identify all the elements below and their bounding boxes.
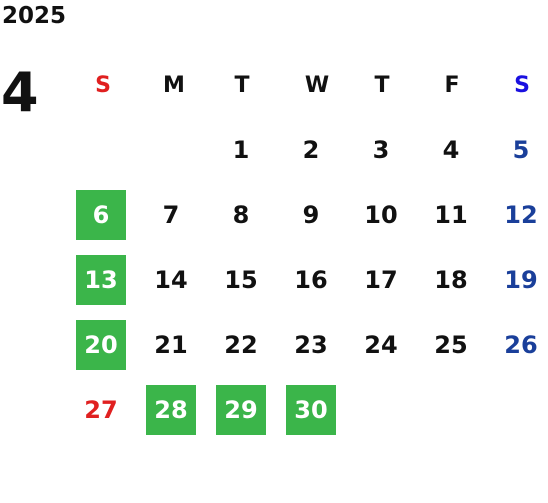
calendar-day-6: 6 [76, 190, 126, 240]
calendar-week-row: 1 2 3 4 5 [68, 125, 548, 175]
calendar-month: 4 [1, 61, 39, 124]
calendar-day-25: 25 [434, 331, 468, 359]
weekday-header-monday: M [163, 72, 185, 98]
weekday-header-row: S M T W T F S [68, 60, 548, 110]
calendar-day-2: 2 [302, 136, 320, 164]
calendar-day-29: 29 [216, 385, 266, 435]
calendar-day-28: 28 [146, 385, 196, 435]
calendar-day-24: 24 [364, 331, 398, 359]
weekday-header-saturday: S [514, 72, 530, 98]
calendar-week-row: 6 7 8 9 10 11 12 [68, 190, 548, 240]
calendar-day-22: 22 [224, 331, 258, 359]
calendar-day-14: 14 [154, 266, 188, 294]
calendar-day-12: 12 [504, 201, 538, 229]
calendar-day-15: 15 [224, 266, 258, 294]
calendar-day-18: 18 [434, 266, 468, 294]
calendar-day-1: 1 [232, 136, 250, 164]
calendar-day-23: 23 [294, 331, 328, 359]
calendar-year: 2025 [2, 3, 67, 29]
calendar-day-9: 9 [302, 201, 320, 229]
weekday-header-tuesday: T [234, 72, 250, 98]
calendar-day-17: 17 [364, 266, 398, 294]
calendar-day-21: 21 [154, 331, 188, 359]
calendar-day-3: 3 [372, 136, 390, 164]
calendar-day-16: 16 [294, 266, 328, 294]
calendar-day-20: 20 [76, 320, 126, 370]
calendar-week-row: 27 28 29 30 [68, 385, 548, 435]
weekday-header-wednesday: W [304, 72, 330, 98]
calendar-day-7: 7 [162, 201, 180, 229]
calendar-day-26: 26 [504, 331, 538, 359]
calendar-week-row: 13 14 15 16 17 18 19 [68, 255, 548, 305]
calendar-day-4: 4 [442, 136, 460, 164]
calendar-day-13: 13 [76, 255, 126, 305]
weekday-header-friday: F [444, 72, 460, 98]
calendar-day-10: 10 [364, 201, 398, 229]
weekday-header-sunday: S [95, 72, 111, 98]
calendar-day-11: 11 [434, 201, 468, 229]
calendar-week-row: 20 21 22 23 24 25 26 [68, 320, 548, 370]
calendar-day-5: 5 [512, 136, 530, 164]
calendar-day-8: 8 [232, 201, 250, 229]
weekday-header-thursday: T [374, 72, 390, 98]
calendar-day-19: 19 [504, 266, 538, 294]
calendar-day-30: 30 [286, 385, 336, 435]
calendar-day-27: 27 [84, 396, 118, 424]
